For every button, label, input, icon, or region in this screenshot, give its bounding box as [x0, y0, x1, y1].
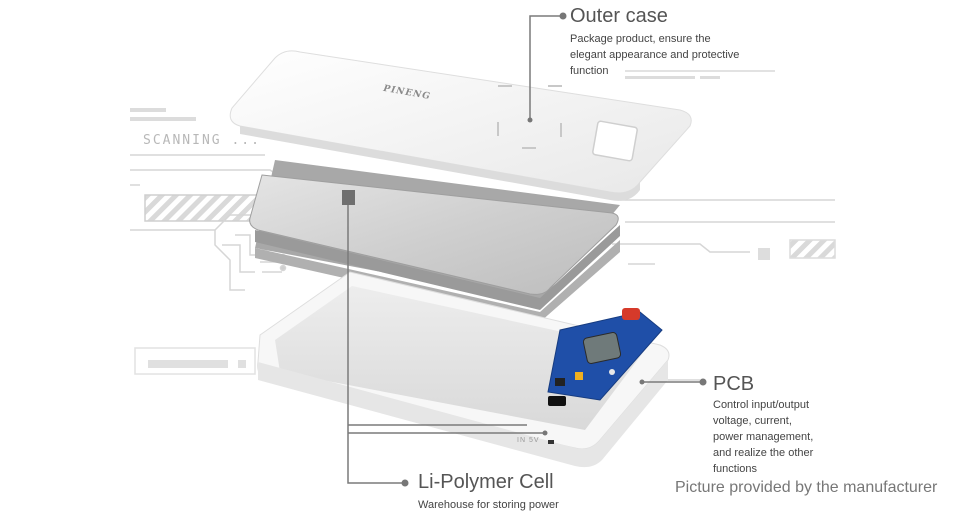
cell-callout: Li-Polymer Cell Warehouse for storing po… [418, 471, 559, 513]
outer-case-callout: Outer case Package product, ensure the e… [570, 5, 739, 79]
pcb-desc-2: voltage, current, [713, 415, 792, 427]
outer-case-desc-1: Package product, ensure the [570, 33, 711, 45]
cell-desc-1: Warehouse for storing power [418, 499, 559, 511]
outer-case-leader-line [529, 15, 563, 120]
outer-case-desc-3: function [570, 65, 609, 77]
cell-dot [401, 479, 409, 487]
port-label: IN 5V [517, 437, 540, 444]
outer-case-lid [229, 50, 692, 201]
pcb-anchor-dot [639, 379, 645, 385]
outer-case-anchor [527, 117, 533, 123]
outer-case-title: Outer case [570, 5, 668, 27]
manufacturer-credit: Picture provided by the manufacturer [675, 479, 938, 496]
pcb-desc-1: Control input/output [713, 399, 810, 411]
pcb-callout: PCB Control input/output voltage, curren… [713, 373, 813, 477]
pcb-desc-5: functions [713, 463, 758, 475]
scanning-text: SCANNING ... [143, 133, 261, 148]
pcb-title: PCB [713, 373, 755, 395]
pcb-dot [699, 378, 707, 386]
cell-anchor-square [342, 190, 355, 205]
cell-leader-line [347, 198, 545, 484]
case-tray [257, 271, 670, 468]
cell-anchor-dot [542, 430, 548, 436]
outer-case-desc-2: elegant appearance and protective [570, 49, 740, 61]
outer-case-dot [559, 12, 567, 20]
pcb-board [547, 308, 663, 406]
pcb-desc-4: and realize the other [713, 447, 814, 459]
pcb-desc-3: power management, [713, 431, 814, 443]
cell-title: Li-Polymer Cell [418, 471, 554, 493]
